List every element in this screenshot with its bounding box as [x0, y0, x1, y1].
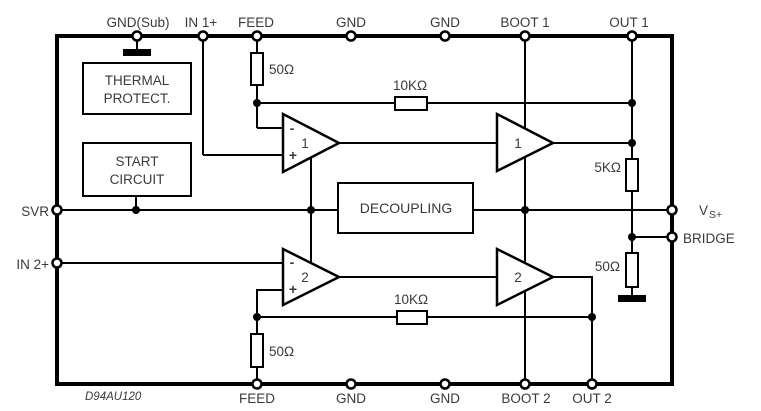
wire-power2-output — [553, 276, 593, 382]
resistor-ch2-input — [250, 333, 264, 368]
block-labels: THERMAL PROTECT. START CIRCUIT DECOUPLIN… — [104, 73, 453, 216]
preamp1-triangle — [281, 111, 342, 175]
power-amp1-number: 1 — [514, 136, 522, 151]
junction-ch2-feedback — [253, 313, 261, 321]
decoupling-box — [337, 182, 474, 234]
pin-label-feed2: FEED — [239, 391, 275, 406]
junction-feedback2-out2 — [588, 313, 596, 321]
pin-label-bridge: BRIDGE — [683, 231, 735, 246]
pin-out1 — [626, 30, 638, 42]
junction-bias-svr — [307, 206, 315, 214]
pin-label-svr: SVR — [21, 204, 49, 219]
junction-dots — [132, 99, 636, 321]
resistor-bridge-50 — [625, 252, 639, 288]
pin-gnd-bot2 — [439, 378, 451, 390]
resistor-label-ch1-feedback: 10KΩ — [393, 78, 427, 93]
pin-label-vs-sub: S+ — [709, 209, 722, 221]
preamp1-number: 1 — [301, 136, 309, 151]
pin-circles — [51, 30, 678, 390]
pin-label-feed1: FEED — [238, 15, 274, 30]
preamp2-inverting-sign: - — [290, 254, 295, 270]
pin-feed2 — [251, 378, 263, 390]
start-circuit-label-line2: CIRCUIT — [110, 172, 165, 187]
pin-label-boot1: BOOT 1 — [500, 15, 549, 30]
preamp1-inverting-sign: - — [290, 120, 295, 136]
start-circuit-label-line1: START — [115, 154, 158, 169]
pin-svr — [51, 204, 63, 216]
pin-label-gnd-bot1: GND — [336, 391, 366, 406]
junction-power1-out1 — [628, 139, 636, 147]
preamp2-number: 2 — [301, 270, 309, 285]
thermal-protect-label-line1: THERMAL — [105, 73, 170, 88]
pin-label-vs-main: V — [699, 203, 708, 218]
pin-feed1 — [251, 30, 263, 42]
pin-out2 — [586, 378, 598, 390]
ground-symbol-bridge — [618, 295, 646, 302]
pin-label-gnd-top1: GND — [336, 15, 366, 30]
resistor-label-ch2-feedback: 10KΩ — [394, 292, 428, 307]
pin-vs — [666, 204, 678, 216]
junction-boot-vs — [521, 206, 529, 214]
resistor-out1-5k — [625, 158, 639, 192]
pin-label-gnd-bot2: GND — [430, 391, 460, 406]
pin-label-in1: IN 1+ — [185, 15, 218, 30]
pin-boot1 — [519, 30, 531, 42]
pin-gnd-sub — [131, 30, 143, 42]
pin-bridge — [666, 231, 678, 243]
pin-boot2 — [519, 378, 531, 390]
pin-label-boot2: BOOT 2 — [501, 391, 550, 406]
preamp2-noninverting-sign: + — [289, 281, 297, 297]
pin-gnd-top2 — [439, 30, 451, 42]
resistor-ch2-feedback — [396, 310, 428, 325]
ground-symbol-sub — [123, 49, 151, 56]
thermal-protect-box — [82, 62, 192, 115]
power-amp2-number: 2 — [514, 270, 522, 285]
pin-label-in2: IN 2+ — [16, 257, 49, 272]
resistor-label-bridge-50: 50Ω — [595, 259, 620, 274]
amplifier-labels: - 1 + 1 - 2 + 2 — [289, 120, 522, 297]
resistor-label-ch2-input: 50Ω — [269, 344, 294, 359]
preamp1-noninverting-sign: + — [289, 147, 297, 163]
pin-labels: GND(Sub) IN 1+ FEED GND GND BOOT 1 OUT 1… — [16, 15, 734, 406]
thermal-protect-label-line2: PROTECT. — [104, 91, 171, 106]
resistor-labels: 50Ω 10KΩ 5KΩ 50Ω 50Ω 10KΩ — [269, 62, 621, 359]
preamp2-triangle — [281, 246, 342, 308]
decoupling-label: DECOUPLING — [360, 200, 453, 216]
resistor-ch1-feedback — [394, 96, 428, 111]
power-amp2-triangle — [495, 246, 556, 308]
junction-bridge — [628, 233, 636, 241]
resistor-label-out1-5k: 5KΩ — [594, 160, 621, 175]
junction-ch1-feedback — [253, 99, 261, 107]
pin-label-gnd-sub: GND(Sub) — [106, 15, 169, 30]
drawing-code: D94AU120 — [85, 391, 142, 403]
pin-label-gnd-top2: GND — [430, 15, 460, 30]
pin-in2 — [51, 257, 63, 269]
power-amp1-triangle — [495, 111, 556, 174]
resistor-label-ch1-input: 50Ω — [269, 62, 294, 77]
junction-feedback1-out1 — [628, 99, 636, 107]
pin-label-out1: OUT 1 — [609, 15, 649, 30]
pin-gnd-top1 — [345, 30, 357, 42]
junction-startcircuit-svr — [132, 206, 140, 214]
start-circuit-box — [82, 142, 192, 197]
pin-gnd-bot1 — [345, 378, 357, 390]
resistor-ch1-input — [250, 52, 264, 86]
pin-in1 — [197, 30, 209, 42]
pin-label-out2: OUT 2 — [572, 391, 612, 406]
